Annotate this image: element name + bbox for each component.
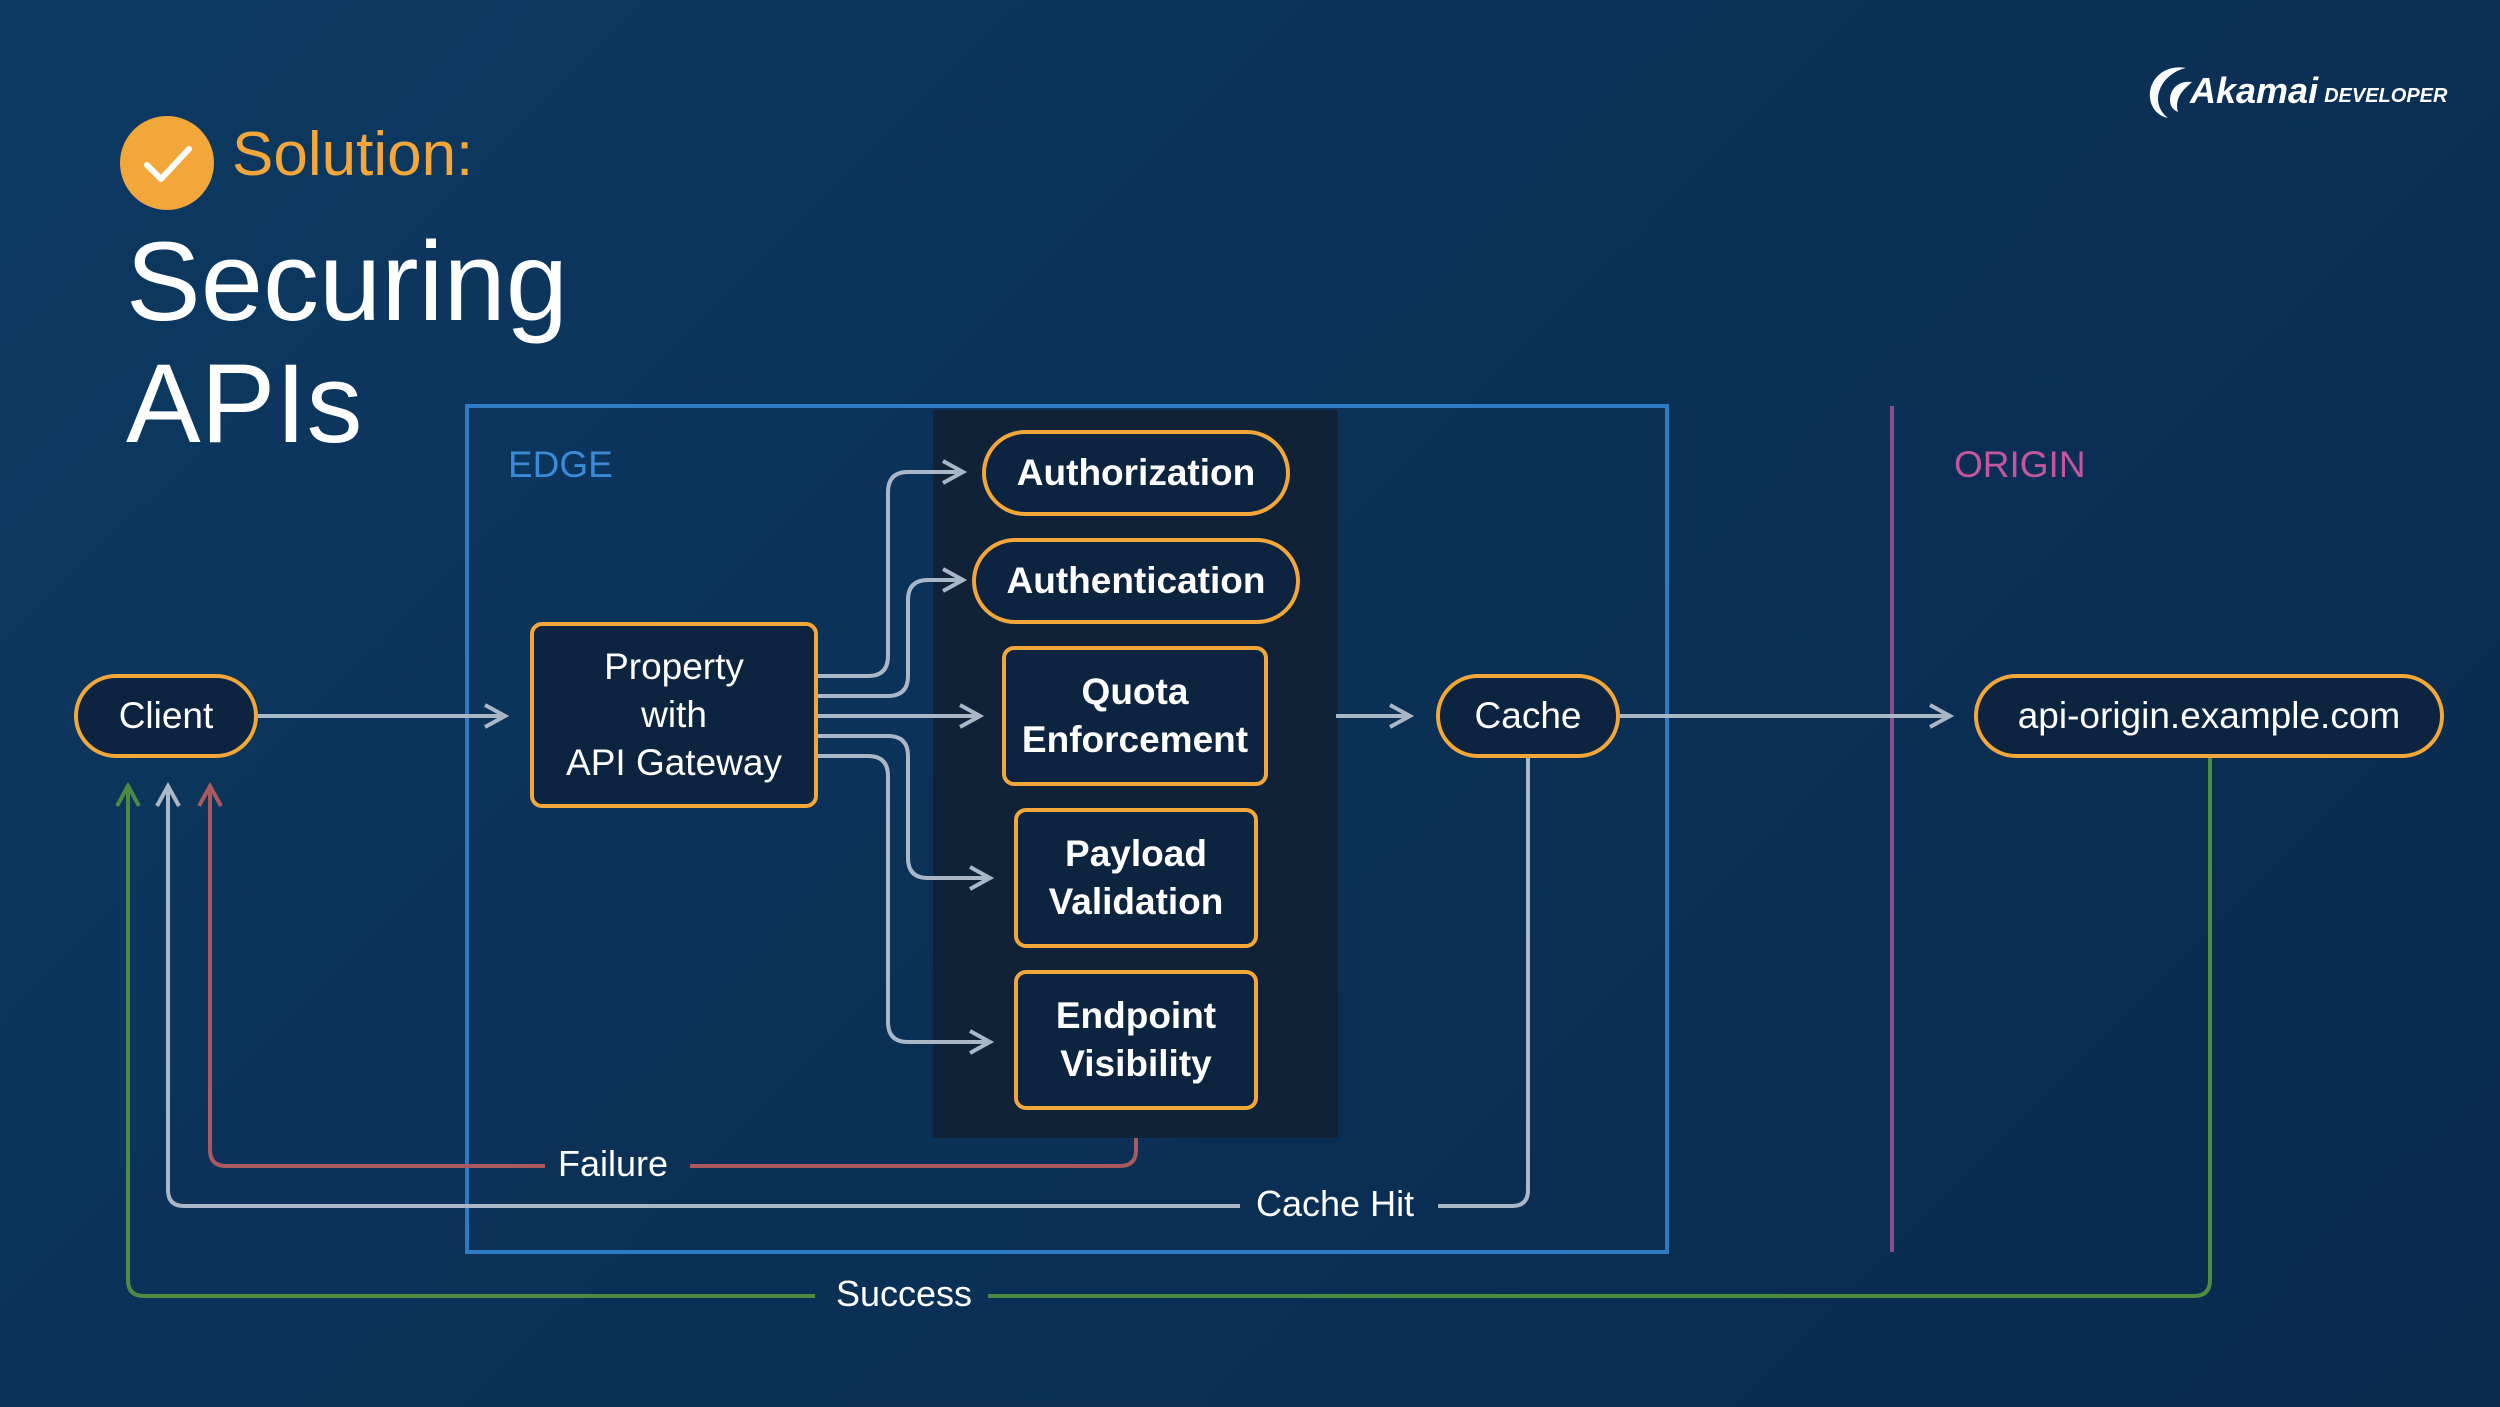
arrow-to-authentication xyxy=(818,567,968,698)
authentication-node[interactable]: Authentication xyxy=(972,538,1300,624)
endpoint-label-line2: Visibility xyxy=(1060,1043,1212,1084)
property-label-line2: with xyxy=(641,693,707,735)
cache-hit-flow-label: Cache Hit xyxy=(1256,1183,1415,1224)
solution-label: Solution: xyxy=(232,120,474,189)
failure-path-right xyxy=(690,1138,1138,1168)
origin-server-node[interactable]: api-origin.example.com xyxy=(1974,674,2444,758)
arrow-to-authorization xyxy=(818,459,968,678)
client-label: Client xyxy=(118,694,214,736)
endpoint-label-line1: Endpoint xyxy=(1055,994,1217,1036)
property-api-gateway-node[interactable]: Property with API Gateway xyxy=(530,622,818,808)
checkmark-icon xyxy=(144,146,192,182)
authorization-label: Authorization xyxy=(1016,451,1256,493)
edge-frame xyxy=(465,404,1669,1254)
property-label-line1: Property xyxy=(604,645,744,687)
akamai-wordmark: Akamai xyxy=(2190,70,2319,111)
cache-hit-path-right xyxy=(1438,758,1530,1208)
solution-badge xyxy=(120,116,214,210)
quota-label-line1: Quota xyxy=(1081,670,1189,712)
page-title-line1: Securing xyxy=(126,219,569,344)
cache-hit-path-left xyxy=(155,781,1240,1208)
arrow-to-endpoint xyxy=(818,754,995,1055)
akamai-wave-icon xyxy=(2149,67,2192,118)
cache-node[interactable]: Cache xyxy=(1436,674,1620,758)
payload-label-line2: Validation xyxy=(1048,881,1224,922)
failure-flow-label: Failure xyxy=(558,1143,669,1184)
payload-validation-node[interactable]: Payload Validation xyxy=(1014,808,1258,948)
quota-label-line2: Enforcement xyxy=(1021,719,1249,760)
authentication-label: Authentication xyxy=(1006,559,1266,601)
success-flow-label: Success xyxy=(836,1273,973,1314)
page-title-line2: APIs xyxy=(126,341,363,466)
property-label-line3: API Gateway xyxy=(566,742,782,784)
success-path-right xyxy=(988,758,2212,1298)
failure-path-left xyxy=(197,781,545,1168)
client-node[interactable]: Client xyxy=(74,674,258,758)
authorization-node[interactable]: Authorization xyxy=(982,430,1290,516)
edge-zone-label: EDGE xyxy=(508,444,613,485)
arrow-to-payload xyxy=(818,734,995,891)
success-path-left xyxy=(115,781,815,1298)
endpoint-visibility-node[interactable]: Endpoint Visibility xyxy=(1014,970,1258,1110)
developer-wordmark: DEVELOPER xyxy=(2324,84,2448,107)
origin-zone-label: ORIGIN xyxy=(1954,444,2086,485)
cache-label: Cache xyxy=(1474,694,1582,736)
akamai-logo: Akamai DEVELOPER xyxy=(2142,56,2447,126)
origin-label: api-origin.example.com xyxy=(2017,694,2401,736)
payload-label-line1: Payload xyxy=(1065,832,1207,874)
quota-enforcement-node[interactable]: Quota Enforcement xyxy=(1002,646,1268,786)
